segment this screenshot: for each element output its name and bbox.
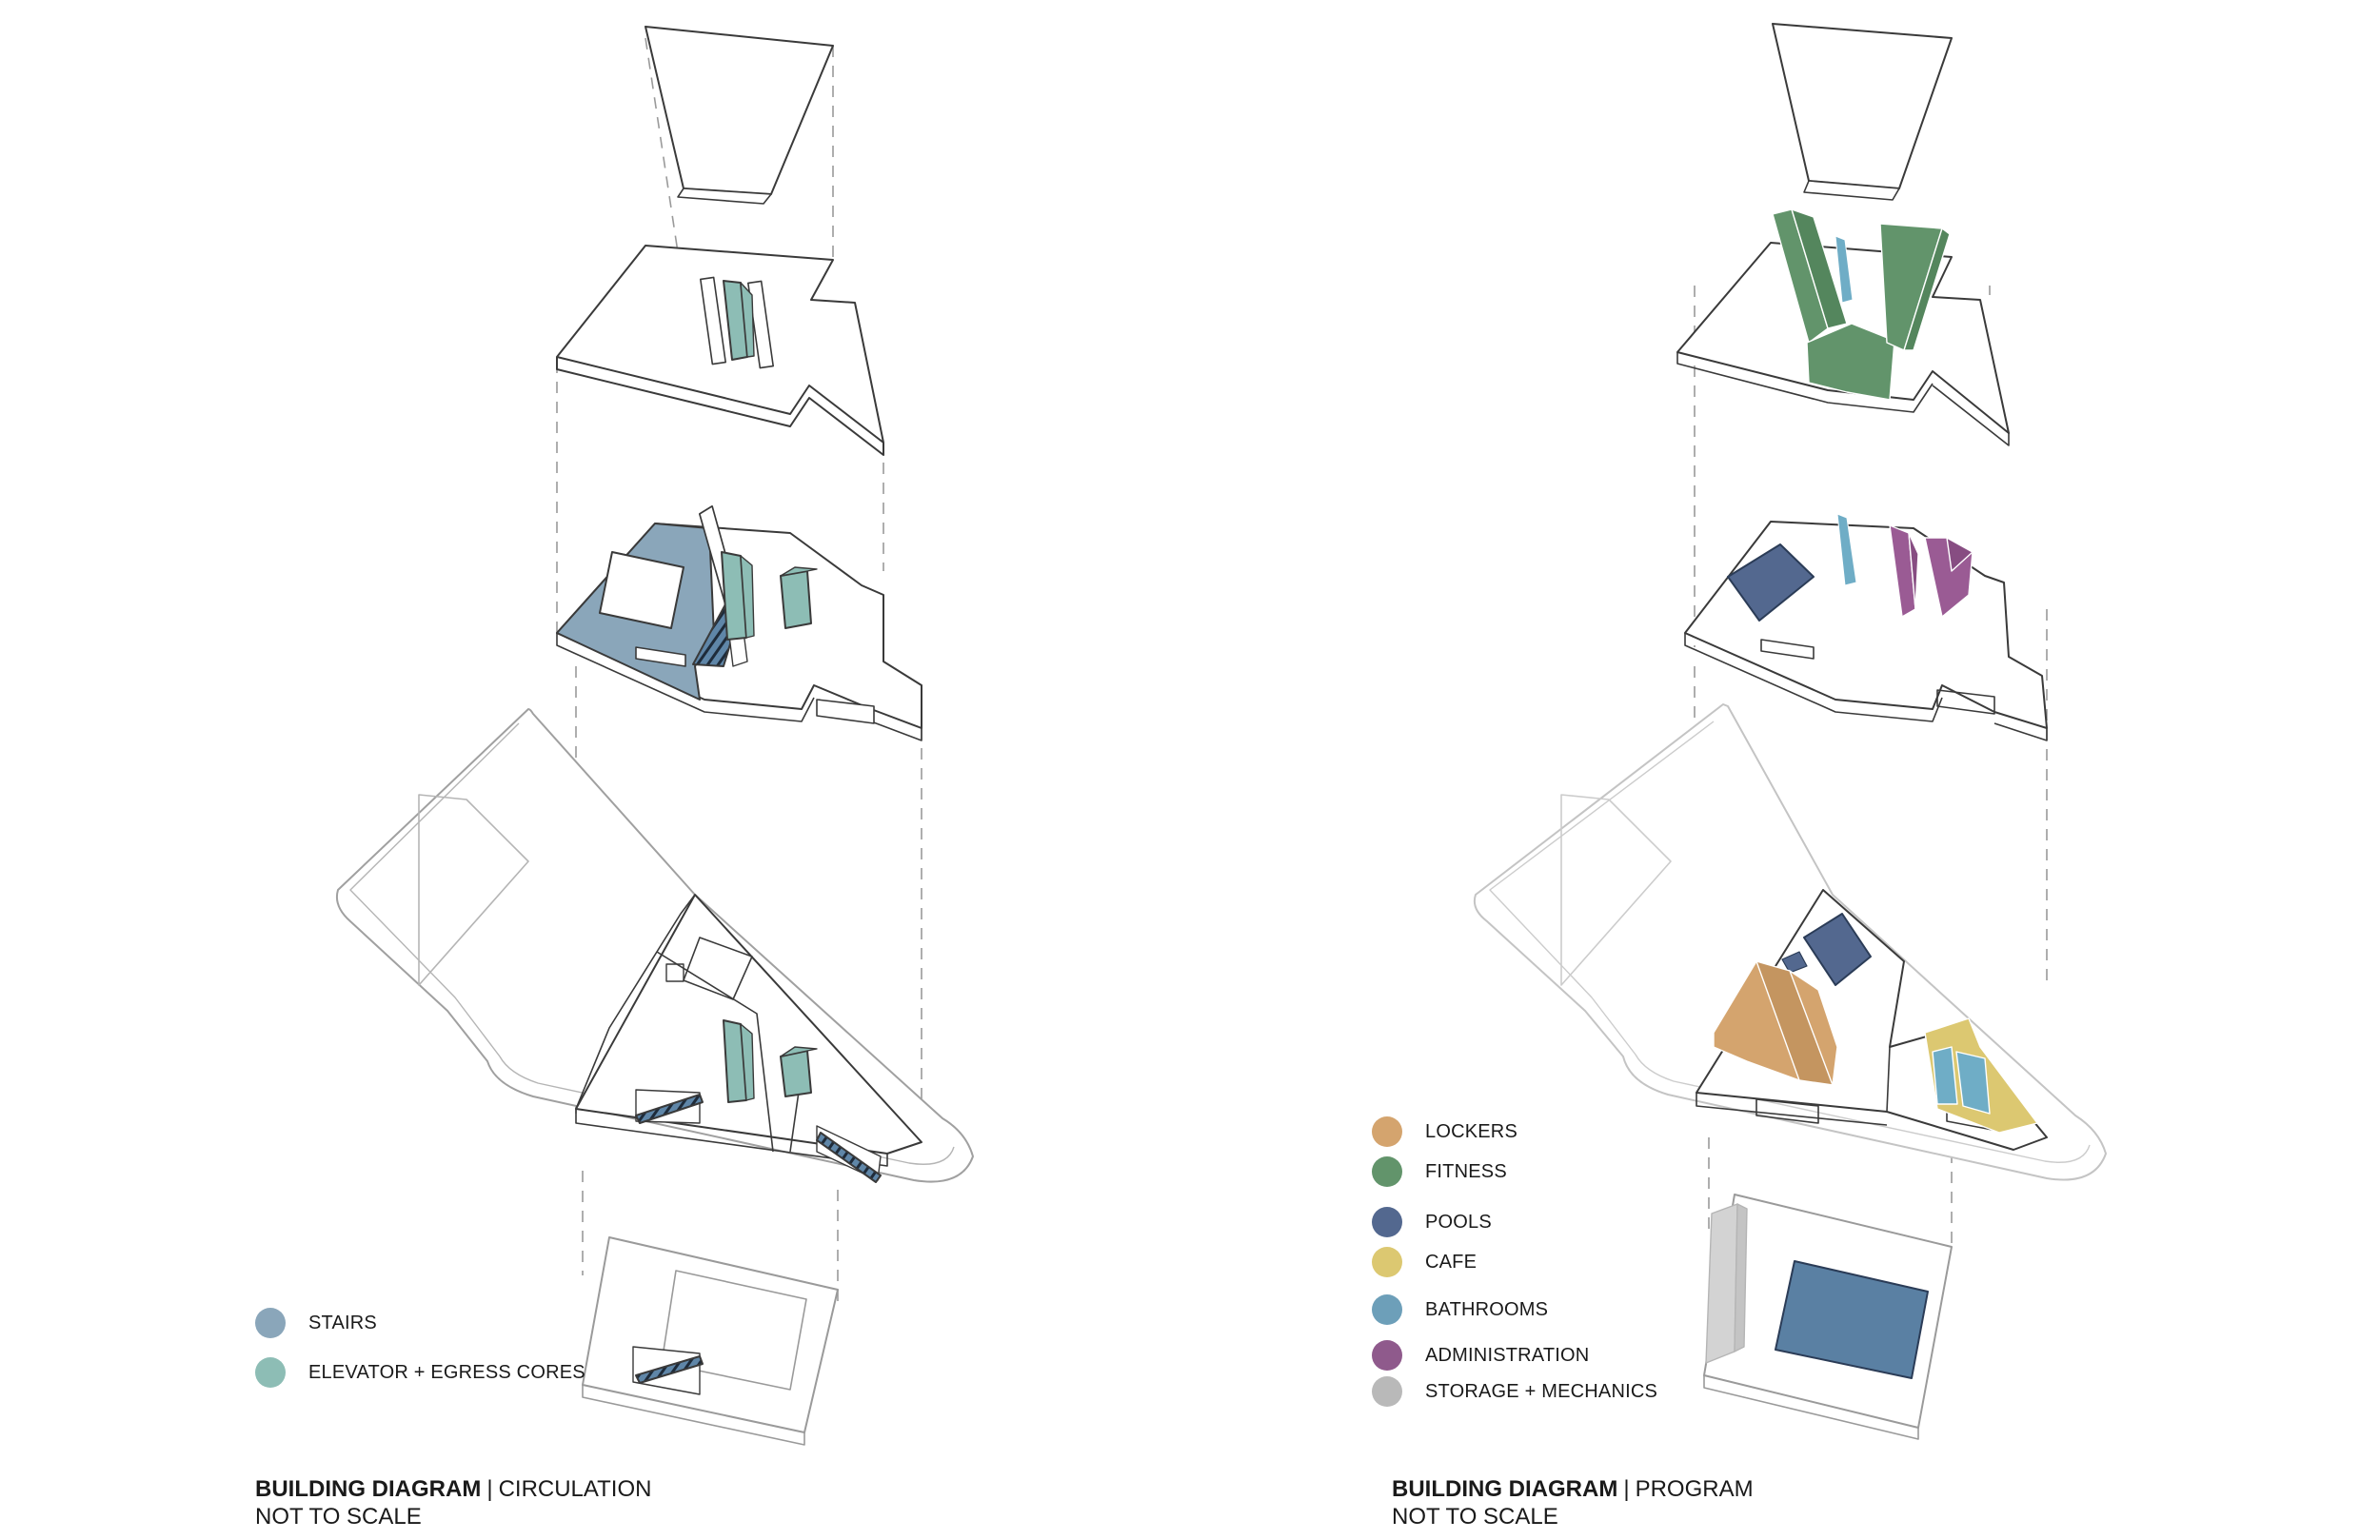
bathrooms-swatch [1372, 1294, 1402, 1325]
bathroom-core [1836, 513, 1857, 586]
caption-subtitle: NOT TO SCALE [1392, 1504, 1558, 1530]
caption-title-bold: BUILDING DIAGRAM [1392, 1476, 1618, 1502]
elevator-core [723, 1019, 755, 1103]
caption-separator: | [1623, 1476, 1630, 1502]
caption-separator: | [486, 1476, 493, 1502]
pool [1775, 1260, 1929, 1379]
stairs-swatch [255, 1308, 286, 1338]
pool [1781, 913, 1872, 986]
lockers-swatch [1372, 1116, 1402, 1147]
circulation-caption: BUILDING DIAGRAM|CIRCULATION NOT TO SCAL… [255, 1475, 651, 1530]
egress-core [780, 566, 818, 629]
pools-swatch [1372, 1207, 1402, 1237]
cafe-swatch [1372, 1247, 1402, 1277]
middle-floor [556, 505, 922, 741]
legend-label: STORAGE + MECHANICS [1425, 1380, 1658, 1402]
storage-block [1705, 1203, 1748, 1364]
elevator-core [721, 551, 755, 641]
storage-swatch [1372, 1376, 1402, 1407]
caption-title-bold: BUILDING DIAGRAM [255, 1476, 482, 1502]
basement-level [582, 1236, 839, 1446]
legend-label: BATHROOMS [1425, 1298, 1549, 1320]
circulation-diagram [335, 26, 974, 1446]
legend-item-stairs: STAIRS [255, 1308, 377, 1338]
bathroom-core [1835, 235, 1854, 304]
caption-title: BUILDING DIAGRAM|CIRCULATION [255, 1475, 651, 1503]
legend-item-fitness: FITNESS [1372, 1156, 1507, 1187]
admin-block [1889, 524, 1973, 618]
fitness-block [1772, 208, 1895, 401]
bathroom-block [1932, 1046, 1991, 1115]
legend-label: CAFE [1425, 1251, 1478, 1273]
legend-item-cores: ELEVATOR + EGRESS CORES [255, 1357, 585, 1388]
legend-item-lockers: LOCKERS [1372, 1116, 1517, 1147]
program-caption: BUILDING DIAGRAM|PROGRAM NOT TO SCALE [1392, 1475, 1754, 1530]
legend-item-bathrooms: BATHROOMS [1372, 1294, 1548, 1325]
pool [1727, 543, 1815, 622]
legend-label: LOCKERS [1425, 1120, 1517, 1142]
legend-label: POOLS [1425, 1211, 1492, 1233]
legend-label: FITNESS [1425, 1160, 1507, 1182]
fitness-swatch [1372, 1156, 1402, 1187]
legend-label: STAIRS [308, 1312, 377, 1333]
program-diagram [1473, 23, 2107, 1440]
middle-floor [1684, 513, 2048, 741]
caption-title: BUILDING DIAGRAM|PROGRAM [1392, 1475, 1754, 1503]
legend-label: ELEVATOR + EGRESS CORES [308, 1361, 585, 1383]
elevator-core [723, 280, 755, 361]
ground-floor [335, 708, 974, 1183]
legend-label: ADMINISTRATION [1425, 1344, 1590, 1366]
egress-core [780, 1046, 818, 1097]
upper-floor [1676, 208, 2010, 446]
fitness-block [1879, 223, 1951, 351]
legend-item-pools: POOLS [1372, 1207, 1492, 1237]
lockers-block [1713, 960, 1838, 1086]
legend-item-administration: ADMINISTRATION [1372, 1340, 1589, 1371]
administration-swatch [1372, 1340, 1402, 1371]
roof-level [1772, 23, 1953, 201]
basement-level [1703, 1194, 1953, 1440]
legend-item-cafe: CAFE [1372, 1247, 1477, 1277]
caption-title-rest: PROGRAM [1635, 1476, 1754, 1502]
legend-item-storage: STORAGE + MECHANICS [1372, 1376, 1657, 1407]
caption-subtitle: NOT TO SCALE [255, 1504, 422, 1530]
roof-level [645, 26, 834, 205]
cores-swatch [255, 1357, 286, 1388]
stair [635, 1089, 704, 1124]
caption-title-rest: CIRCULATION [498, 1476, 652, 1502]
ground-floor [1473, 703, 2107, 1181]
stair [632, 1346, 704, 1395]
stair [816, 1125, 882, 1183]
upper-floor [556, 245, 884, 456]
